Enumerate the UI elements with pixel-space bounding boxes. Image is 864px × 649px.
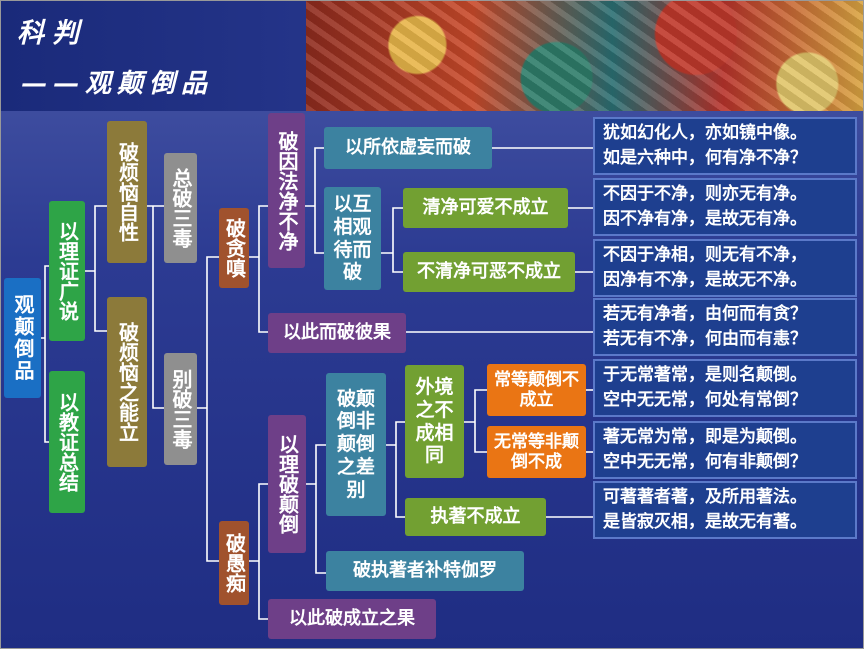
- node-yisuoyi-xuwang: 以所依虚妄而破: [324, 127, 492, 169]
- node-label: 执著不成立: [430, 505, 521, 527]
- node-biepo-sandu: 别破三毒: [164, 353, 197, 465]
- verse-box: 著无常为常，即是为颠倒。空中无无常，何有非颠倒？: [593, 421, 857, 479]
- node-label: 破因法净不净: [275, 130, 299, 251]
- node-yili-po-diandao: 以理破颠倒: [268, 415, 306, 553]
- verse-line: 因不净有净，是故无有净。: [603, 209, 807, 229]
- node-yihuxiang-guandai: 以互相观待而破: [324, 187, 381, 290]
- node-label: 外境之不成相同: [415, 375, 454, 467]
- node-qingjing-keai: 清净可爱不成立: [403, 188, 568, 228]
- node-root-label: 观颠倒品: [11, 294, 35, 382]
- verse-box: 于无常著常，是则名颠倒。空中无无常，何处有常倒？: [593, 359, 857, 417]
- slide-subtitle: ——观颠倒品: [21, 69, 214, 99]
- node-label: 破贪嗔: [222, 218, 247, 278]
- verse-line: 可著著者著，及所用著法。: [603, 487, 807, 507]
- node-yici-pochengli: 以此破成立之果: [268, 599, 436, 639]
- node-label: 不清净可恶不成立: [417, 260, 561, 282]
- verse-line: 于无常著常，是则名颠倒。: [603, 365, 807, 385]
- node-label: 以此而破彼果: [283, 321, 391, 343]
- verse-line: 若无有不净，何由而有恚？: [603, 329, 807, 349]
- node-yili-zhengguangshuo: 以理证广说: [49, 201, 85, 341]
- node-zongpo-sandu: 总破三毒: [164, 153, 197, 263]
- verse-box: 不因于不净，则亦无有净。因不净有净，是故无有净。: [593, 178, 857, 236]
- node-yijiao-zhengzongjie: 以教证总结: [49, 371, 85, 513]
- node-changdeng-diandao: 常等颠倒不成立: [487, 364, 586, 416]
- verse-line: 因净有不净，是故无不净。: [603, 270, 807, 290]
- node-po-yuchi: 破愚痴: [219, 521, 249, 605]
- verse-box: 可著著者著，及所用著法。是皆寂灭相，是故无有著。: [593, 481, 857, 539]
- node-waijing-zhibucheng: 外境之不成相同: [405, 365, 464, 478]
- node-label: 以教证总结: [55, 392, 80, 492]
- verse-line: 犹如幻化人，亦如镜中像。: [603, 123, 807, 143]
- verse-line: 空中无无常，何处有常倒？: [603, 390, 807, 410]
- node-label: 破愚痴: [222, 533, 247, 593]
- thangka-painting-image: [306, 1, 863, 111]
- node-label: 清净可爱不成立: [422, 196, 549, 218]
- node-buqingjing-kewu: 不清净可恶不成立: [403, 252, 575, 292]
- node-po-tanchen: 破贪嗔: [219, 208, 249, 288]
- verse-line: 若无有净者，由何而有贪？: [603, 304, 807, 324]
- node-label: 以理证广说: [55, 221, 80, 321]
- node-label: 破执著者补特伽罗: [353, 559, 497, 581]
- node-label: 以互相观待而破: [333, 192, 372, 284]
- verse-box: 若无有净者，由何而有贪？ 若无有不净，何由而有恚？: [593, 298, 857, 356]
- node-label: 破烦恼之能立: [115, 322, 140, 442]
- verse-box: 不因于净相，则无有不净， 因净有不净，是故无不净。: [593, 239, 857, 297]
- node-label: 无常等非颠倒不成: [494, 431, 579, 472]
- node-label: 常等颠倒不成立: [494, 369, 579, 410]
- node-zhizhe-bucheng: 执著不成立: [405, 498, 546, 536]
- node-label: 以理破颠倒: [275, 434, 300, 534]
- node-po-yinfa-jingbujing: 破因法净不净: [268, 113, 305, 268]
- verse-line: 不因于不净，则亦无有净。: [603, 184, 807, 204]
- verse-line: 空中无无常，何有非颠倒？: [603, 452, 807, 472]
- verse-line: 著无常为常，即是为颠倒。: [603, 427, 807, 447]
- node-label: 以所依虚妄而破: [345, 136, 471, 158]
- verse-line: 如是六种中，何有净不净？: [603, 148, 807, 168]
- node-wuchang-feidiandao: 无常等非颠倒不成: [487, 426, 586, 478]
- node-label: 破颠倒非颠倒之差别: [336, 387, 375, 501]
- verse-line: 是皆寂灭相，是故无有著。: [603, 512, 807, 532]
- header-banner: 科判 ——观颠倒品: [1, 1, 863, 111]
- node-label: 破烦恼自性: [115, 142, 140, 242]
- node-root: 观颠倒品: [4, 278, 41, 398]
- node-yici-erpo-biguo: 以此而破彼果: [268, 313, 406, 353]
- node-po-diandao-feidiandao: 破颠倒非颠倒之差别: [326, 373, 386, 516]
- node-label: 总破三毒: [169, 168, 193, 248]
- verse-line: 不因于净相，则无有不净，: [603, 245, 807, 265]
- node-po-fannao-zhinengli: 破烦恼之能立: [107, 297, 147, 467]
- slide-title: 科判: [17, 18, 87, 49]
- node-po-fannao-zixing: 破烦恼自性: [107, 121, 147, 263]
- verse-box: 犹如幻化人，亦如镜中像。如是六种中，何有净不净？: [593, 117, 857, 175]
- node-label: 别破三毒: [169, 369, 193, 449]
- node-po-buteqieluo: 破执著者补特伽罗: [326, 551, 524, 591]
- node-label: 以此破成立之果: [289, 607, 415, 629]
